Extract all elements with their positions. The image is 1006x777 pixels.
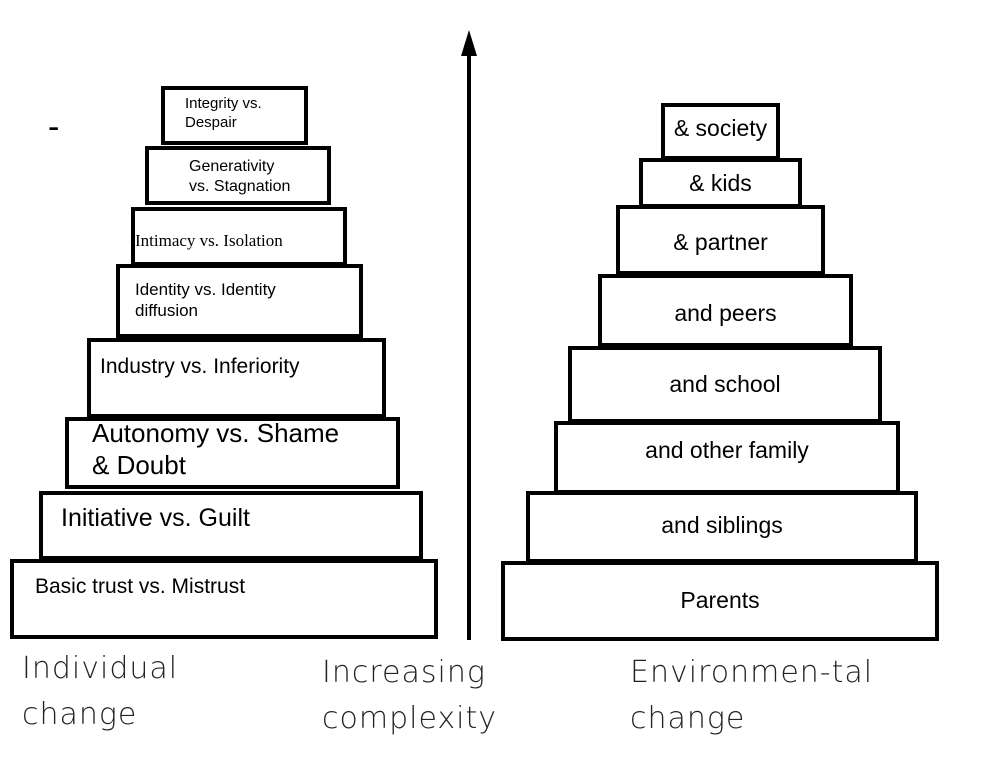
stage-box-generativity: Generativity vs. Stagnation bbox=[145, 146, 331, 205]
env-box-siblings: and siblings bbox=[526, 491, 918, 563]
stage-label-industry: Industry vs. Inferiority bbox=[100, 355, 300, 378]
env-box-other-family: and other family bbox=[554, 421, 900, 494]
caption-individual-change: Individual change bbox=[22, 651, 179, 732]
stage-box-basic-trust: Basic trust vs. Mistrust bbox=[10, 559, 438, 639]
stage-label-integrity: Integrity vs. Despair bbox=[185, 95, 262, 131]
stage-box-intimacy: Intimacy vs. Isolation bbox=[131, 207, 347, 266]
env-box-school: and school bbox=[568, 346, 882, 423]
stage-label-autonomy: Autonomy vs. Shame & Doubt bbox=[92, 418, 340, 480]
stage-box-initiative: Initiative vs. Guilt bbox=[39, 491, 423, 560]
env-box-peers: and peers bbox=[598, 274, 853, 347]
stage-box-identity: Identity vs. Identity diffusion bbox=[116, 264, 363, 338]
env-label-society: & society bbox=[673, 115, 768, 141]
env-label-other-family: and other family bbox=[645, 437, 809, 463]
env-label-siblings: and siblings bbox=[661, 512, 783, 538]
stage-label-generativity: Generativity vs. Stagnation bbox=[189, 158, 291, 195]
arrow-head bbox=[461, 30, 477, 56]
stage-box-industry: Industry vs. Inferiority bbox=[87, 338, 386, 418]
stage-label-identity: Identity vs. Identity diffusion bbox=[135, 280, 276, 320]
env-box-society: & society bbox=[661, 103, 780, 160]
caption-increasing-complexity: Increasing complexity bbox=[322, 655, 497, 736]
env-label-parents: Parents bbox=[680, 587, 760, 613]
env-label-school: and school bbox=[669, 371, 781, 397]
dash-mark: - bbox=[48, 108, 60, 146]
env-box-kids: & kids bbox=[639, 158, 802, 208]
caption-environmental-change: Environmen-tal change bbox=[630, 655, 874, 736]
stage-box-integrity: Integrity vs. Despair bbox=[161, 86, 308, 145]
stage-box-autonomy: Autonomy vs. Shame & Doubt bbox=[65, 417, 400, 489]
env-box-partner: & partner bbox=[616, 205, 825, 275]
env-label-peers: and peers bbox=[674, 300, 777, 326]
env-label-partner: & partner bbox=[673, 229, 768, 255]
stage-label-initiative: Initiative vs. Guilt bbox=[61, 504, 250, 532]
env-box-parents: Parents bbox=[501, 561, 939, 641]
env-label-kids: & kids bbox=[689, 170, 752, 196]
stage-label-intimacy: Intimacy vs. Isolation bbox=[135, 231, 283, 250]
stage-label-basic-trust: Basic trust vs. Mistrust bbox=[35, 575, 246, 598]
